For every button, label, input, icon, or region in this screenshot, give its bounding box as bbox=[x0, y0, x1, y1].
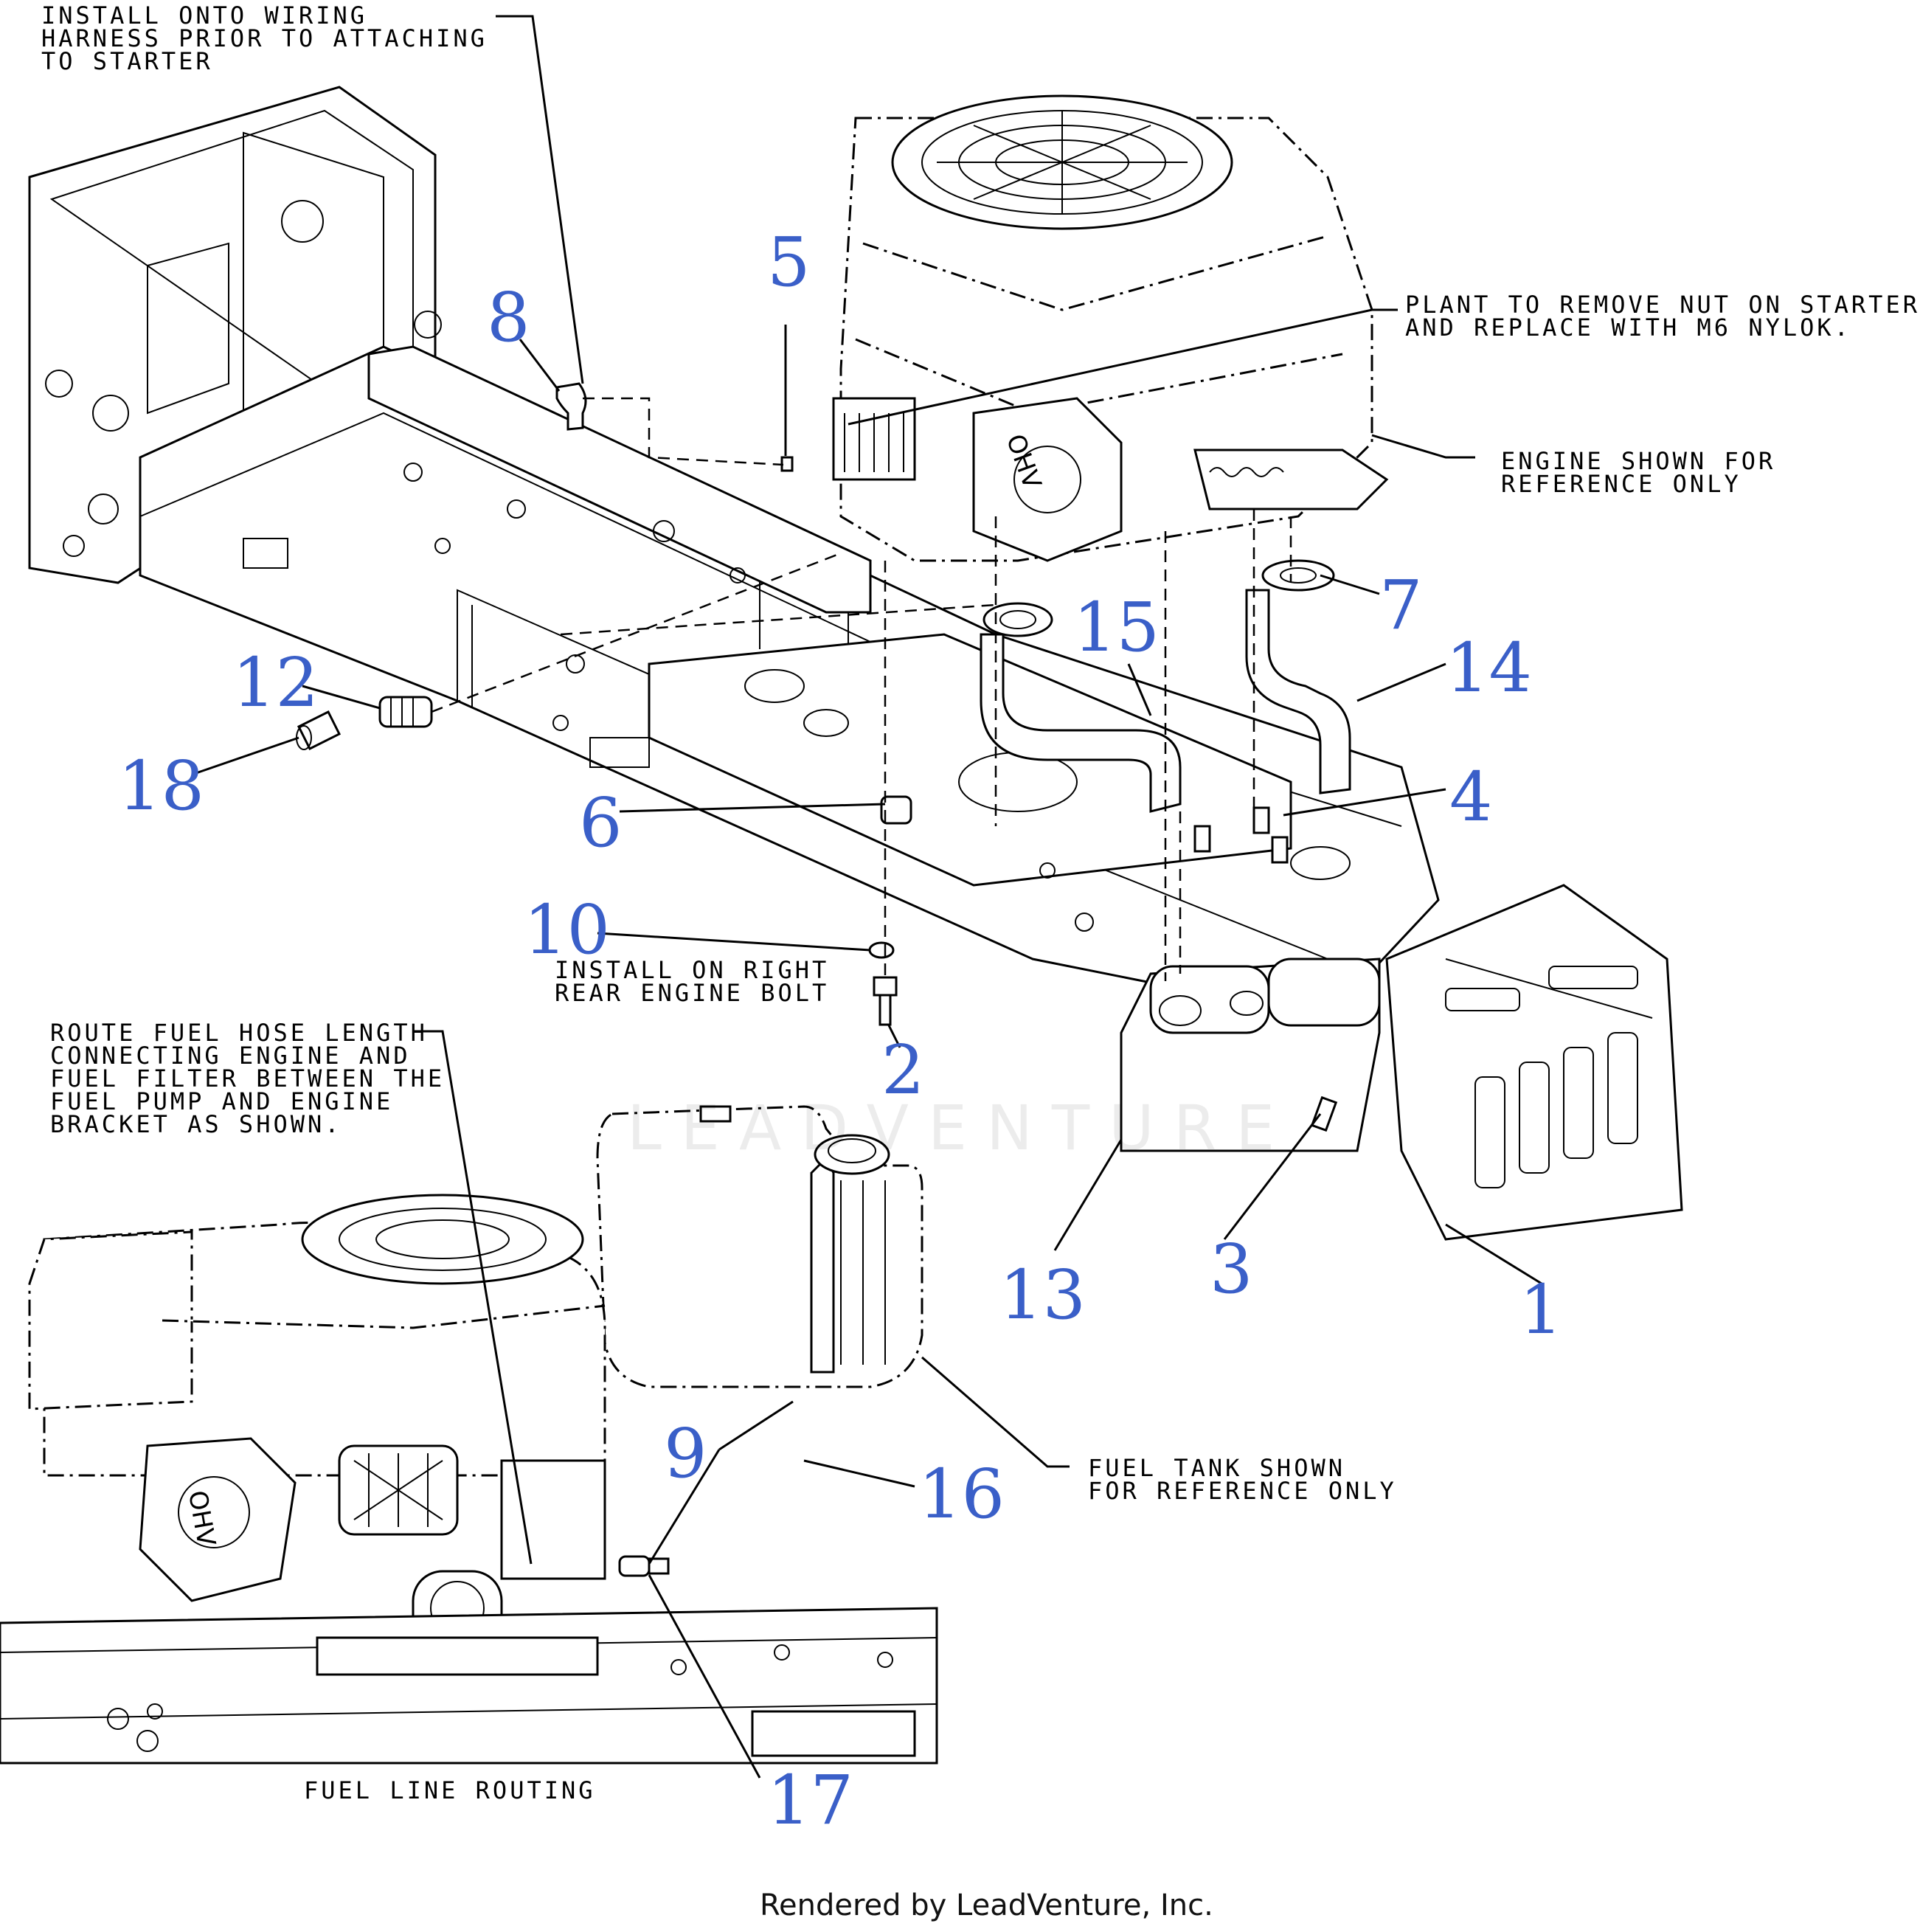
pipe-15 bbox=[980, 633, 1182, 813]
engine-lower: OHV bbox=[0, 1194, 938, 1765]
callout-18: 18 bbox=[118, 747, 205, 825]
muffler-assembly bbox=[1120, 884, 1683, 1241]
callout-4: 4 bbox=[1449, 758, 1493, 837]
part-4-stud bbox=[1252, 806, 1270, 834]
callout-3: 3 bbox=[1210, 1230, 1253, 1309]
callout-10: 10 bbox=[524, 890, 611, 969]
part-18-spacer bbox=[297, 710, 342, 751]
note-wiring-harness: INSTALL ONTO WIRING HARNESS PRIOR TO ATT… bbox=[41, 1, 488, 75]
footer-credit: Rendered by LeadVenture, Inc. bbox=[760, 1888, 1213, 1922]
callout-5: 5 bbox=[767, 223, 811, 302]
note-fuel-tank-reference: FUEL TANK SHOWN FOR REFERENCE ONLY bbox=[1088, 1454, 1397, 1505]
callout-9: 9 bbox=[664, 1414, 707, 1493]
callout-15: 15 bbox=[1073, 588, 1160, 667]
part-10-clip bbox=[868, 941, 895, 959]
engine-top: OHV bbox=[832, 94, 1389, 562]
callout-13: 13 bbox=[999, 1256, 1087, 1334]
fuel-tank bbox=[596, 1105, 923, 1388]
gasket-7 bbox=[1261, 559, 1335, 592]
exhaust-pipes bbox=[980, 559, 1351, 813]
part-5-nut bbox=[780, 456, 794, 472]
callout-17: 17 bbox=[767, 1761, 854, 1840]
part-3-bolt bbox=[1310, 1095, 1338, 1132]
callout-6: 6 bbox=[579, 783, 623, 862]
part-6-spacer bbox=[880, 795, 912, 825]
callout-12: 12 bbox=[232, 643, 319, 722]
note-right-rear-bolt: INSTALL ON RIGHT REAR ENGINE BOLT bbox=[555, 956, 830, 1007]
part-12-connector bbox=[378, 696, 433, 728]
callout-7: 7 bbox=[1379, 566, 1423, 645]
gasket-left bbox=[982, 602, 1053, 637]
frame bbox=[28, 86, 1440, 1019]
callout-14: 14 bbox=[1446, 629, 1533, 707]
watermark: LEADVENTURE bbox=[627, 1092, 1295, 1164]
callout-2: 2 bbox=[881, 1031, 925, 1109]
note-fuel-hose: ROUTE FUEL HOSE LENGTH CONNECTING ENGINE… bbox=[50, 1019, 446, 1138]
note-fuel-line-routing: FUEL LINE ROUTING bbox=[304, 1776, 596, 1804]
part-8-boot bbox=[555, 382, 587, 431]
part-2-bolt bbox=[873, 976, 898, 997]
callout-16: 16 bbox=[918, 1455, 1005, 1534]
leader-lines bbox=[191, 15, 1542, 1779]
note-engine-reference: ENGINE SHOWN FOR REFERENCE ONLY bbox=[1501, 447, 1776, 498]
callout-1: 1 bbox=[1519, 1270, 1563, 1349]
note-starter-nut: PLANT TO REMOVE NUT ON STARTER AND REPLA… bbox=[1405, 291, 1920, 342]
pipe-14 bbox=[1245, 589, 1351, 794]
callout-8: 8 bbox=[487, 278, 530, 357]
